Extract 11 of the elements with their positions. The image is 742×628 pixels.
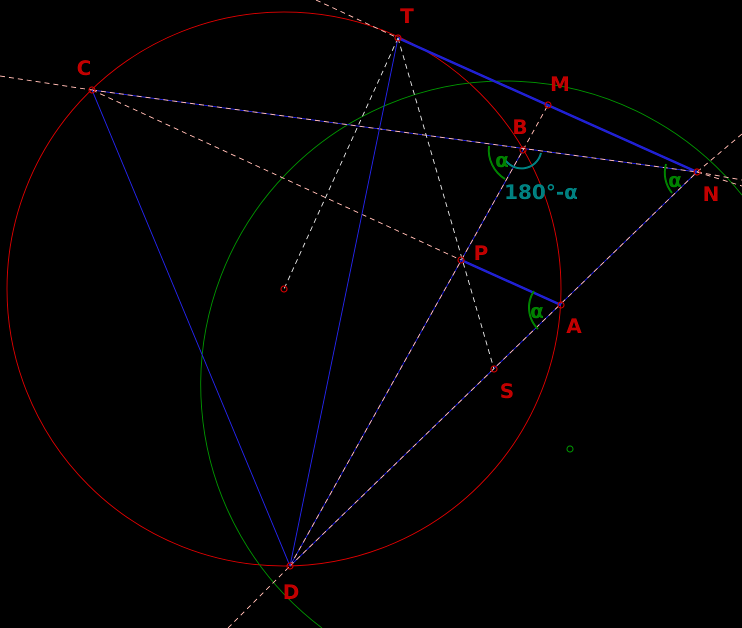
point-label: N: [702, 184, 720, 204]
point-label: S: [500, 381, 514, 401]
point-label: B: [512, 117, 528, 137]
point-label: P: [474, 243, 488, 263]
point-label: T: [400, 6, 414, 26]
angle-label: α: [668, 170, 682, 190]
angle-label: α: [495, 150, 509, 170]
point-label: C: [76, 58, 92, 78]
angle-label: α: [530, 301, 544, 321]
point-label: A: [566, 316, 582, 336]
point-label: D: [282, 582, 300, 602]
